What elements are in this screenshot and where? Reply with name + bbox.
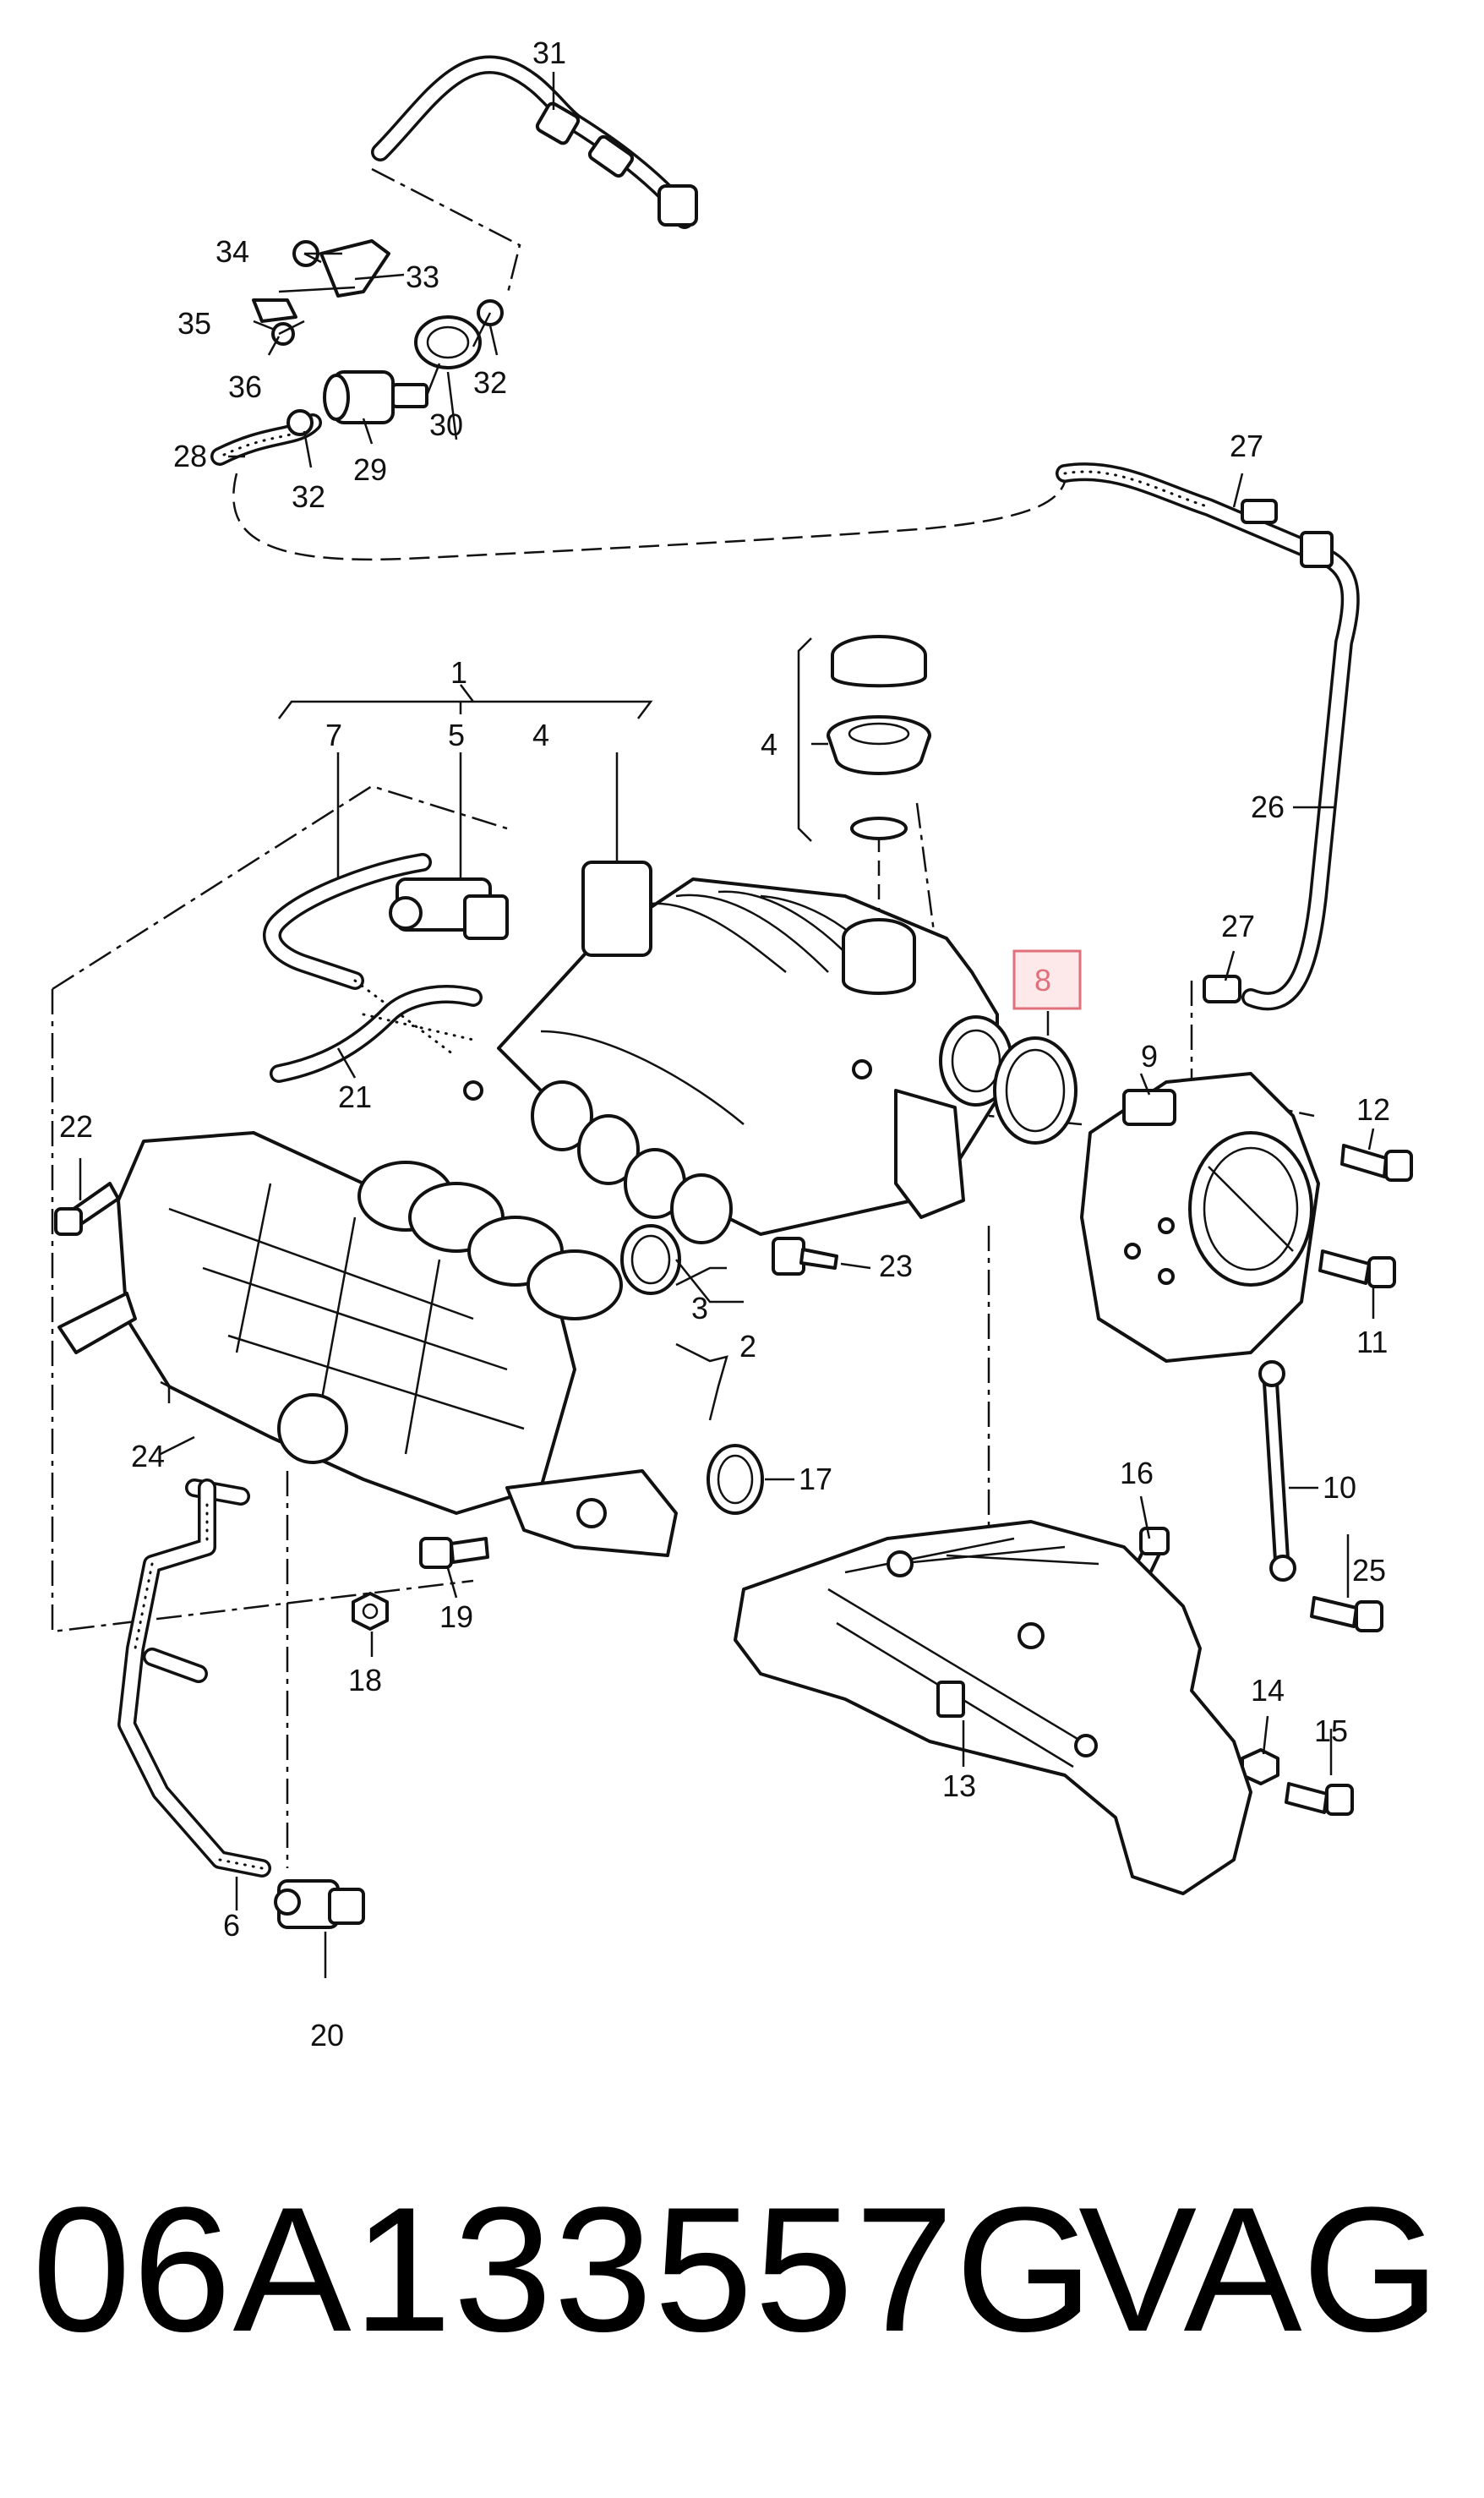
callout-labels: 31 34 33 35 36 32 30 28 29 32 27 1 7 5 4… <box>59 36 1390 2053</box>
callout-10: 10 <box>1323 1470 1356 1505</box>
callout-7: 7 <box>325 718 342 752</box>
callout-3: 3 <box>691 1291 708 1326</box>
callout-29: 29 <box>353 452 387 487</box>
bracket-lines <box>160 637 812 1421</box>
callout-31: 31 <box>532 36 566 70</box>
callout-8-highlight <box>1012 949 1082 1010</box>
callout-34: 34 <box>216 234 249 269</box>
callout-5: 5 <box>448 718 465 752</box>
seal-3 <box>620 1224 681 1295</box>
callout-20: 20 <box>310 2018 344 2053</box>
product-footer: 06A133557G VAG <box>0 2181 1484 2435</box>
engine-cover-13 <box>734 1520 1252 1895</box>
vacuum-line-6-24 <box>117 1479 365 1929</box>
callout-9: 9 <box>1141 1039 1158 1074</box>
callout-22: 22 <box>59 1109 93 1144</box>
callout-25: 25 <box>1352 1553 1386 1588</box>
callout-36: 36 <box>228 369 262 404</box>
callout-26: 26 <box>1251 790 1285 824</box>
callout-23: 23 <box>879 1249 913 1283</box>
callout-35: 35 <box>177 306 211 341</box>
bolt-12 <box>1340 1144 1413 1182</box>
sensor-23 <box>772 1237 838 1276</box>
callout-13: 13 <box>942 1768 976 1803</box>
callout-33: 33 <box>406 260 439 294</box>
leader-lines <box>79 72 1375 1978</box>
gasket-17 <box>707 1444 764 1515</box>
callout-19: 19 <box>439 1599 473 1634</box>
bolt-22 <box>54 1182 120 1236</box>
vacuum-hose-28 <box>210 413 1067 561</box>
callout-12: 12 <box>1356 1092 1390 1127</box>
callout-32a: 32 <box>473 365 507 400</box>
upper-intake-manifold <box>463 861 1013 1244</box>
lower-intake-manifold <box>57 1131 678 1557</box>
exploded-parts-diagram: 31 34 33 35 36 32 30 28 29 32 27 1 7 5 4… <box>51 36 1413 2053</box>
callout-15: 15 <box>1314 1714 1348 1748</box>
callout-11: 11 <box>1356 1325 1388 1359</box>
coolant-hose-26 <box>1056 462 1360 1011</box>
part-number: 06A133557G <box>32 2170 1095 2369</box>
callout-14: 14 <box>1251 1673 1285 1708</box>
callout-18: 18 <box>348 1663 382 1697</box>
callout-1: 1 <box>450 655 467 690</box>
callout-16: 16 <box>1120 1456 1154 1490</box>
callout-30: 30 <box>429 407 463 442</box>
callout-2: 2 <box>739 1329 756 1364</box>
bolt-25 <box>1310 1596 1383 1632</box>
callout-24: 24 <box>131 1439 165 1473</box>
callout-17: 17 <box>799 1462 832 1496</box>
support-10 <box>1258 1360 1296 1582</box>
callout-28: 28 <box>173 439 207 473</box>
callout-8: 8 <box>1034 963 1051 998</box>
bolt-11 <box>1318 1249 1396 1288</box>
callout-21: 21 <box>338 1080 372 1114</box>
valve-29-30-33 <box>252 239 504 436</box>
hose-7-21-and-valve-5 <box>263 853 509 1083</box>
brand-name: VAG <box>1078 2170 1440 2369</box>
callout-4a: 4 <box>532 718 549 752</box>
breather-hose-31 <box>371 55 698 229</box>
nut-14-bolt-15 <box>1241 1748 1354 1816</box>
callout-6: 6 <box>223 1908 240 1943</box>
callout-32b: 32 <box>292 479 325 514</box>
throttle-body-9 <box>1080 1072 1320 1363</box>
bolt-19 <box>419 1537 489 1569</box>
callout-27a: 27 <box>1230 429 1263 463</box>
gasket-8 <box>993 1036 1078 1145</box>
callout-27b: 27 <box>1221 909 1255 943</box>
callout-4b: 4 <box>761 727 777 762</box>
nut-18 <box>352 1592 389 1631</box>
cap-assembly-4 <box>827 635 931 926</box>
